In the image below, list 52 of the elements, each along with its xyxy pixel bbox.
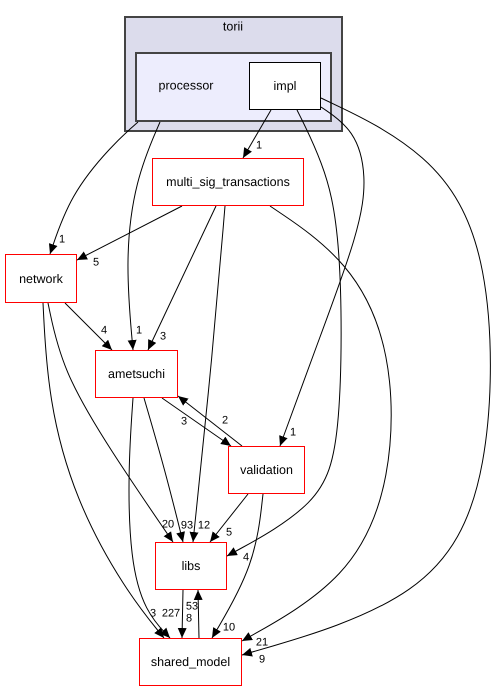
edge-label: 20 <box>162 520 174 530</box>
edge-label: 3 <box>180 416 188 428</box>
directory-box: ametsuchi <box>95 350 178 398</box>
dependency-arrow <box>76 206 182 260</box>
dependency-arrow <box>42 302 164 638</box>
dependency-arrow <box>242 110 272 158</box>
dependency-arrow <box>48 302 174 542</box>
dependency-arrow <box>194 590 203 638</box>
dependency-arrow <box>210 494 248 542</box>
directory-box: shared_model <box>139 638 242 686</box>
edge-label: 1 <box>136 326 142 336</box>
directory-box: libs <box>155 542 227 590</box>
edge-label: 227 <box>162 608 180 620</box>
edge-label: 93 <box>180 520 194 532</box>
directory-box: network <box>5 254 77 303</box>
edge-label: 4 <box>242 552 250 564</box>
edge-label: 21 <box>256 638 268 648</box>
directory-box: impl <box>249 62 321 110</box>
dependency-arrow <box>127 122 160 350</box>
edge-label: 12 <box>198 520 210 532</box>
edge-label: 53 <box>186 602 198 612</box>
edge-label: 1 <box>256 140 262 152</box>
edge-label: 9 <box>258 654 266 666</box>
dependency-arrow <box>178 396 242 446</box>
edge-label: 5 <box>226 528 232 538</box>
dependency-arrow <box>162 398 232 446</box>
dependency-arrow <box>144 398 185 542</box>
edge-label: 4 <box>100 326 108 336</box>
edge-label: 10 <box>222 622 236 634</box>
dependency-arrow <box>226 110 342 556</box>
dependency-arrow <box>279 106 364 446</box>
directory-box: multi_sig_transactions <box>152 158 304 206</box>
dependency-arrow <box>48 122 138 254</box>
dependency-arrow <box>128 398 170 638</box>
dependency-arrow <box>242 206 392 642</box>
edge-label: 3 <box>160 332 166 342</box>
dependency-arrow <box>190 206 226 542</box>
dependency-arrow <box>242 98 491 656</box>
cluster-label: torii <box>222 20 244 34</box>
dependency-arrow <box>64 302 112 350</box>
edge-label: 8 <box>186 614 192 624</box>
edge-label: 5 <box>92 258 100 268</box>
edge-label: 1 <box>58 234 66 246</box>
edge-label: 1 <box>290 428 296 438</box>
edge-label: 2 <box>222 416 228 426</box>
directory-cluster <box>135 52 332 122</box>
dependency-arrow <box>178 590 187 638</box>
directory-cluster <box>124 16 343 132</box>
dependency-arrow <box>148 206 216 350</box>
dependency-arrow <box>212 494 264 638</box>
cluster-label: processor <box>158 78 214 94</box>
directory-box: validation <box>228 446 305 494</box>
